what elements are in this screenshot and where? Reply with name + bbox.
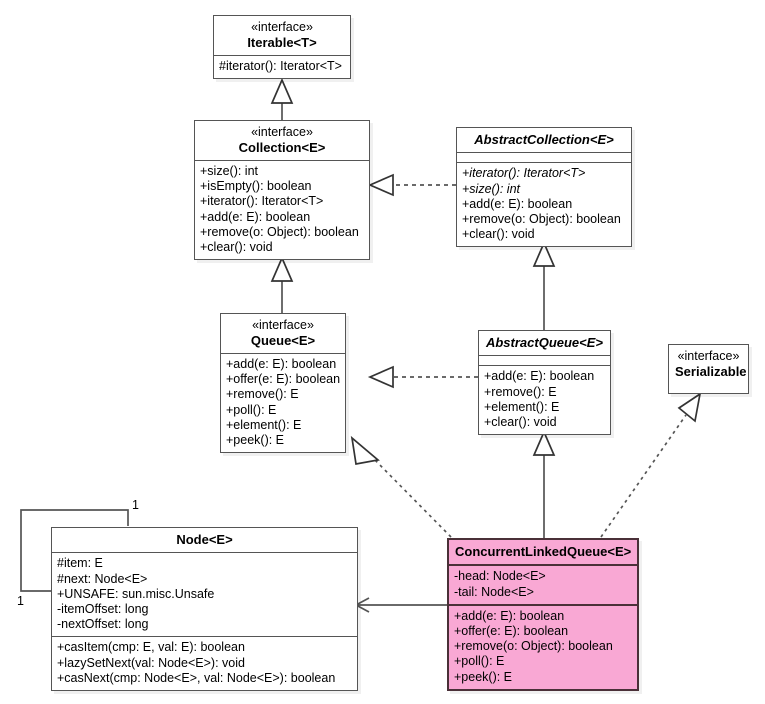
method-row: +peek(): E (454, 669, 513, 684)
class-name-iterable: Iterable<T> (247, 34, 317, 50)
class-name-collection: Collection<E> (238, 139, 326, 155)
edge-clq-serializable (600, 414, 687, 538)
stereotype-iterable: «interface» (251, 20, 313, 34)
class-box-abstractcollection[interactable]: AbstractCollection<E> +iterator(): Itera… (456, 127, 632, 248)
stereotype-collection: «interface» (251, 125, 313, 139)
attributes-compartment-abstractcollection (457, 152, 631, 162)
method-row: +poll(): E (454, 654, 505, 669)
class-header-serializable: «interface» Serializable (669, 345, 748, 384)
attribute-row: +UNSAFE: sun.misc.Unsafe (57, 586, 215, 601)
stereotype-serializable: «interface» (677, 349, 740, 363)
attribute-row: -itemOffset: long (57, 601, 149, 616)
method-row: +iterator(): Iterator<T> (462, 166, 586, 181)
class-name-node: Node<E> (176, 532, 233, 547)
multiplicity-node-self-bottom: 1 (17, 594, 24, 608)
method-row: +casItem(cmp: E, val: E): boolean (57, 640, 245, 655)
triangle-collection-left (367, 173, 394, 197)
triangle-iterable (270, 77, 294, 104)
attribute-row: -nextOffset: long (57, 617, 149, 632)
triangle-queue-left (367, 365, 394, 389)
method-row: +offer(e: E): boolean (454, 623, 569, 638)
method-row: +peek(): E (226, 433, 285, 448)
class-box-collection[interactable]: «interface» Collection<E> +size(): int +… (194, 120, 370, 261)
method-row: +remove(): E (226, 387, 299, 402)
class-box-concurrentlinkedqueue[interactable]: ConcurrentLinkedQueue<E> -head: Node<E> … (447, 538, 639, 691)
triangle-collection-bottom (270, 255, 294, 282)
attribute-row: -tail: Node<E> (454, 584, 534, 599)
method-row: +clear(): void (200, 240, 273, 255)
attribute-row: -head: Node<E> (454, 569, 546, 584)
attributes-compartment-concurrentlinkedqueue: -head: Node<E> -tail: Node<E> (449, 564, 637, 603)
methods-compartment-queue: +add(e: E): boolean +offer(e: E): boolea… (221, 353, 345, 452)
edge-clq-queue (373, 458, 452, 538)
triangle-queue-corner (350, 435, 380, 465)
method-row: +casNext(cmp: Node<E>, val: Node<E>): bo… (57, 670, 336, 685)
class-box-node[interactable]: Node<E> #item: E #next: Node<E> +UNSAFE:… (51, 527, 358, 691)
method-row: +clear(): void (484, 414, 557, 429)
class-box-iterable[interactable]: «interface» Iterable<T> #iterator(): Ite… (213, 15, 351, 80)
methods-compartment-iterable: #iterator(): Iterator<T> (214, 55, 350, 78)
attributes-compartment-abstractqueue (479, 355, 610, 365)
methods-compartment-abstractqueue: +add(e: E): boolean +remove(): E +elemen… (479, 365, 610, 434)
stereotype-queue: «interface» (252, 318, 314, 332)
method-row: +add(e: E): boolean (454, 608, 565, 623)
class-box-queue[interactable]: «interface» Queue<E> +add(e: E): boolean… (220, 313, 346, 454)
class-header-node: Node<E> (52, 528, 357, 552)
class-name-serializable: Serializable (675, 363, 747, 379)
methods-compartment-node: +casItem(cmp: E, val: E): boolean +lazyS… (52, 636, 357, 690)
class-header-iterable: «interface» Iterable<T> (214, 16, 350, 55)
method-row: +lazySetNext(val: Node<E>): void (57, 655, 245, 670)
method-row: +add(e: E): boolean (200, 209, 311, 224)
class-header-abstractqueue: AbstractQueue<E> (479, 331, 610, 355)
method-row: +add(e: E): boolean (226, 357, 337, 372)
method-row: +add(e: E): boolean (462, 196, 573, 211)
method-row: +remove(o: Object): boolean (462, 211, 621, 226)
method-row: +offer(e: E): boolean (226, 372, 341, 387)
class-header-collection: «interface» Collection<E> (195, 121, 369, 160)
method-row: +isEmpty(): boolean (200, 179, 312, 194)
method-row: +remove(o: Object): boolean (454, 639, 613, 654)
triangle-serializable-corner (677, 392, 702, 423)
method-row: +clear(): void (462, 227, 535, 242)
class-box-serializable[interactable]: «interface» Serializable (668, 344, 749, 394)
method-row: #iterator(): Iterator<T> (219, 59, 342, 74)
class-name-queue: Queue<E> (250, 332, 316, 348)
class-header-concurrentlinkedqueue: ConcurrentLinkedQueue<E> (449, 540, 637, 564)
class-header-abstractcollection: AbstractCollection<E> (457, 128, 631, 152)
methods-compartment-collection: +size(): int +isEmpty(): boolean +iterat… (195, 160, 369, 259)
class-box-abstractqueue[interactable]: AbstractQueue<E> +add(e: E): boolean +re… (478, 330, 611, 436)
attribute-row: #next: Node<E> (57, 571, 148, 586)
methods-compartment-abstractcollection: +iterator(): Iterator<T> +size(): int +a… (457, 162, 631, 246)
class-header-queue: «interface» Queue<E> (221, 314, 345, 353)
method-row: +size(): int (200, 164, 259, 179)
method-row: +remove(o: Object): boolean (200, 224, 359, 239)
method-row: +add(e: E): boolean (484, 369, 595, 384)
attribute-row: #item: E (57, 556, 103, 571)
class-name-abstractcollection: AbstractCollection<E> (474, 132, 614, 147)
multiplicity-node-self-top: 1 (132, 498, 139, 512)
method-row: +element(): E (226, 417, 302, 432)
method-row: +remove(): E (484, 384, 557, 399)
triangle-abstractcollection-bottom (532, 240, 556, 267)
method-row: +iterator(): Iterator<T> (200, 194, 324, 209)
method-row: +poll(): E (226, 402, 277, 417)
methods-compartment-concurrentlinkedqueue: +add(e: E): boolean +offer(e: E): boolea… (449, 603, 637, 689)
class-name-concurrentlinkedqueue: ConcurrentLinkedQueue<E> (455, 544, 632, 559)
method-row: +element(): E (484, 399, 560, 414)
triangle-abstractqueue-bottom (532, 429, 556, 456)
method-row: +size(): int (462, 181, 521, 196)
attributes-compartment-node: #item: E #next: Node<E> +UNSAFE: sun.mis… (52, 552, 357, 636)
class-name-abstractqueue: AbstractQueue<E> (485, 335, 604, 350)
